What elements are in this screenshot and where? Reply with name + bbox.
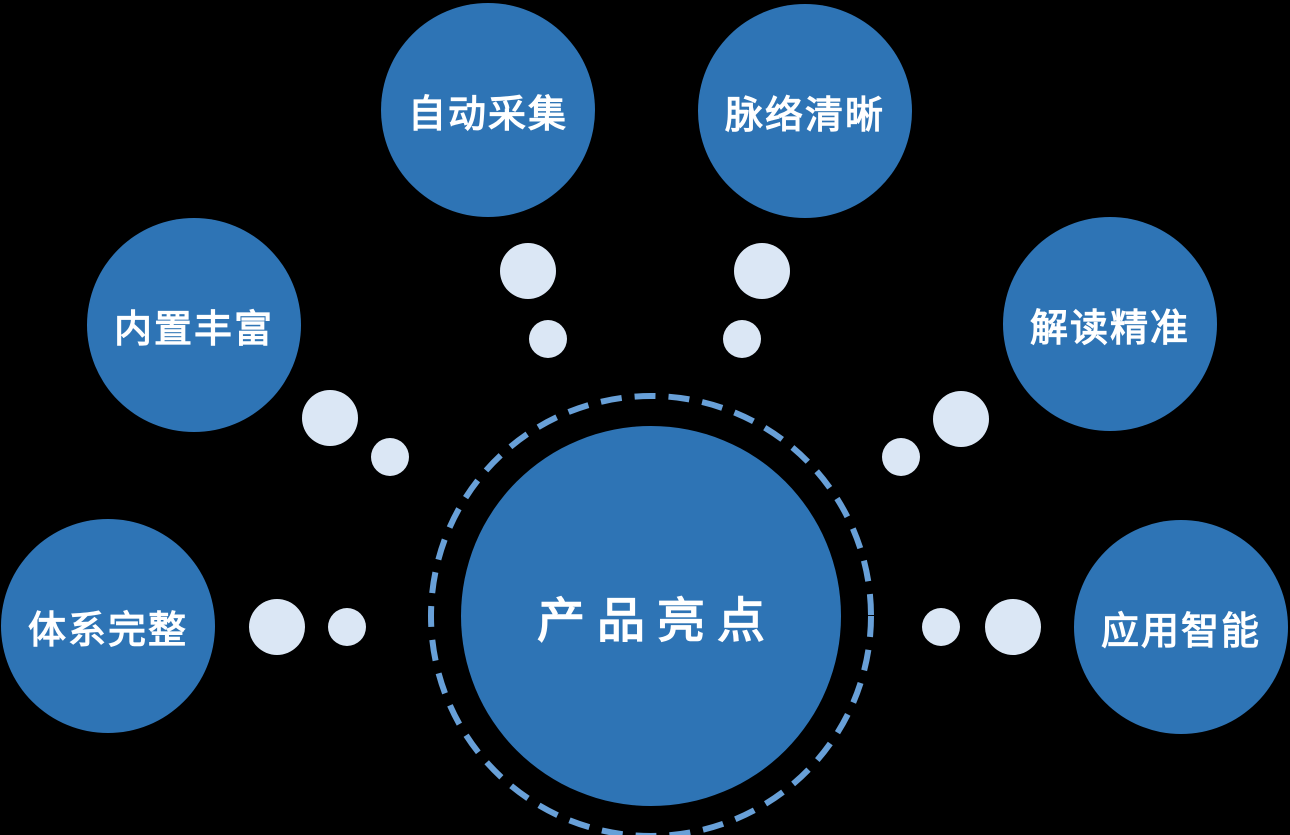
center-node-label: 产品亮点 (536, 593, 777, 649)
satellite-node-intelligent-application: 应用智能 (1074, 520, 1288, 734)
satellite-label: 解读精准 (1029, 305, 1190, 350)
connector-dot (302, 390, 358, 446)
satellite-node-complete-system: 体系完整 (1, 519, 215, 733)
satellite-label: 脉络清晰 (724, 92, 885, 137)
satellite-node-auto-collection: 自动采集 (381, 3, 595, 217)
connector-dot (922, 608, 960, 646)
connector-dot (328, 608, 366, 646)
satellite-node-clear-structure: 脉络清晰 (698, 4, 912, 218)
satellite-node-precise-interpretation: 解读精准 (1003, 217, 1217, 431)
dashed-ring (428, 393, 874, 835)
satellite-node-rich-builtin: 内置丰富 (87, 218, 301, 432)
center-node: 产品亮点 (461, 426, 841, 806)
connector-dot (249, 599, 305, 655)
connector-dot (882, 438, 920, 476)
satellite-label: 内置丰富 (113, 306, 274, 351)
connector-dot (734, 243, 790, 299)
connector-dot (500, 243, 556, 299)
satellite-label: 自动采集 (407, 91, 568, 136)
connector-dot (371, 438, 409, 476)
connector-dot (529, 320, 567, 358)
satellite-label: 体系完整 (27, 607, 188, 652)
connector-dot (985, 599, 1041, 655)
connector-dot (933, 391, 989, 447)
satellite-label: 应用智能 (1100, 608, 1261, 653)
connector-dot (723, 320, 761, 358)
